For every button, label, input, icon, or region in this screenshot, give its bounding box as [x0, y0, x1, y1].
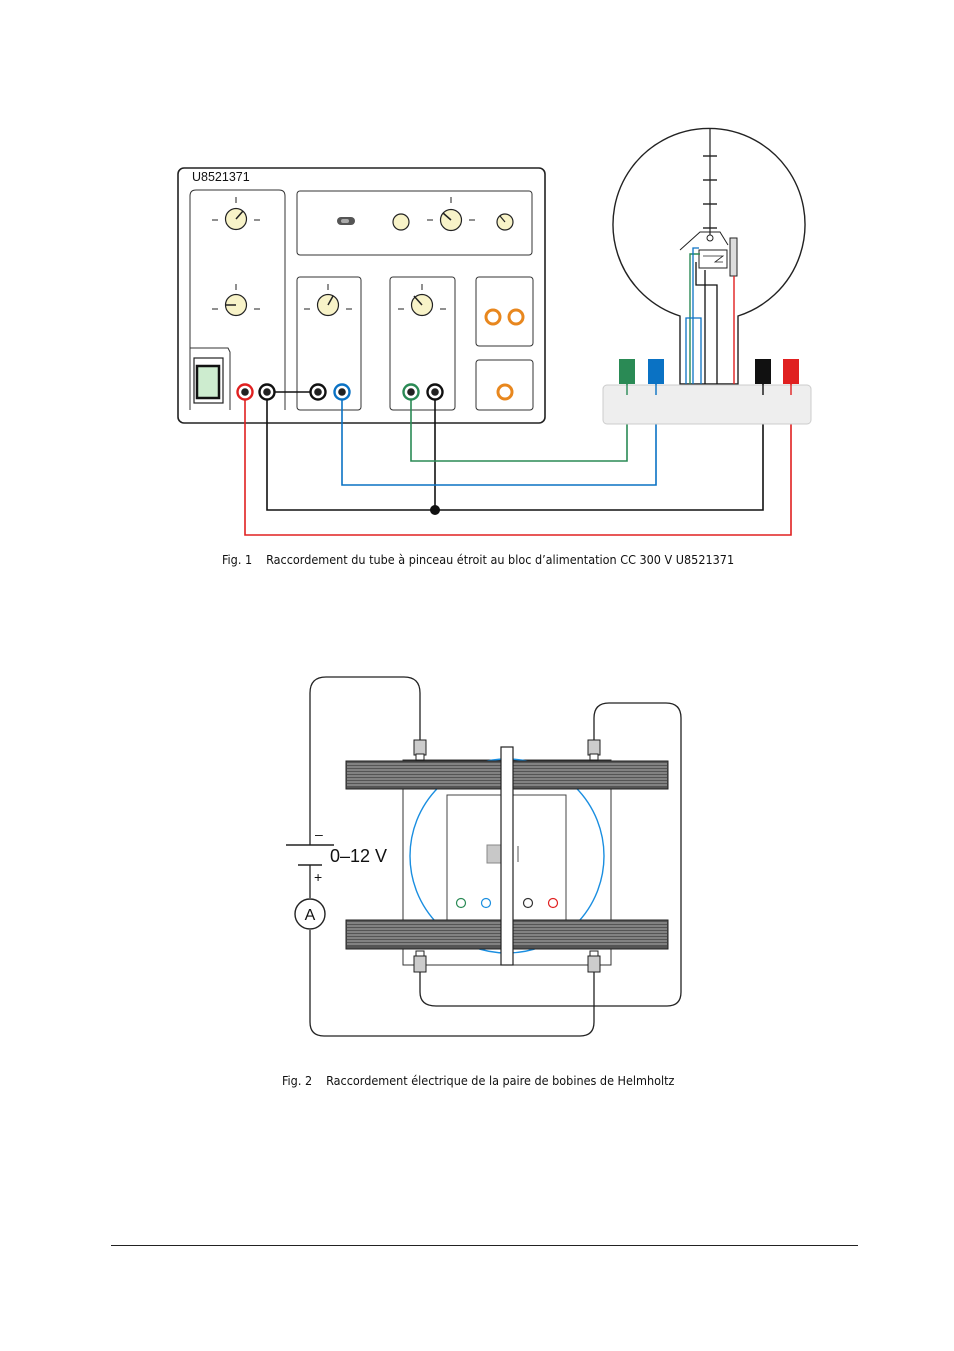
narrow-beam-tube: [612, 127, 806, 385]
ammeter-label: A: [305, 907, 316, 924]
red-wire: [244, 372, 792, 536]
blue-wire: [341, 372, 657, 486]
small-knob-1[interactable]: [392, 213, 410, 231]
helmholtz-coil-pair: [345, 739, 669, 973]
figure-2-caption-text: Raccordement électrique de la paire de b…: [326, 1073, 675, 1088]
voltage-knob-1[interactable]: [212, 197, 260, 231]
figure-2-wires: [309, 676, 682, 1037]
junction-dot: [430, 505, 440, 515]
tube-socket-blue[interactable]: [648, 359, 664, 384]
voltage-knob-3[interactable]: [427, 197, 475, 232]
black-wire-main: [266, 372, 764, 511]
tube-socket-green[interactable]: [619, 359, 635, 384]
power-supply-unit: U8521371: [177, 167, 546, 424]
supply-sockets[interactable]: [236, 383, 444, 401]
figure-1-caption-text: Raccordement du tube à pinceau étroit au…: [266, 552, 735, 567]
voltage-range-label: 0–12 V: [330, 846, 387, 866]
figure-2-caption: Fig. 2 Raccordement électrique de la pair…: [282, 1073, 674, 1088]
footer-rule: [111, 1245, 858, 1246]
tube-base: [602, 359, 812, 425]
figure-2: – + 0–12 V A: [286, 676, 682, 1037]
minus-sign: –: [315, 826, 323, 842]
voltage-source-symbol: – + 0–12 V: [286, 826, 387, 885]
toggle-switch[interactable]: [337, 217, 355, 225]
tube-socket-black[interactable]: [755, 359, 771, 384]
small-knob-2[interactable]: [496, 213, 514, 231]
ammeter-symbol: A: [294, 898, 326, 930]
tube-socket-red[interactable]: [783, 359, 799, 384]
support-bar: [500, 746, 514, 966]
plus-sign: +: [314, 869, 322, 885]
figure-1-number: Fig. 1: [222, 552, 253, 567]
voltage-knob-2[interactable]: [212, 284, 260, 317]
figure-1-caption: Fig. 1 Raccordement du tube à pinceau étr…: [222, 552, 734, 567]
figure-2-number: Fig. 2: [282, 1073, 313, 1088]
orange-socket-single[interactable]: [496, 383, 514, 401]
orange-socket-pair[interactable]: [484, 308, 525, 326]
voltage-knob-5[interactable]: [398, 284, 446, 317]
figure-1: U8521371: [177, 127, 812, 536]
power-switch-rocker[interactable]: [195, 364, 221, 400]
device-model-label: U8521371: [192, 170, 250, 184]
coil-terminals[interactable]: [413, 739, 601, 973]
voltage-knob-4[interactable]: [304, 284, 352, 317]
